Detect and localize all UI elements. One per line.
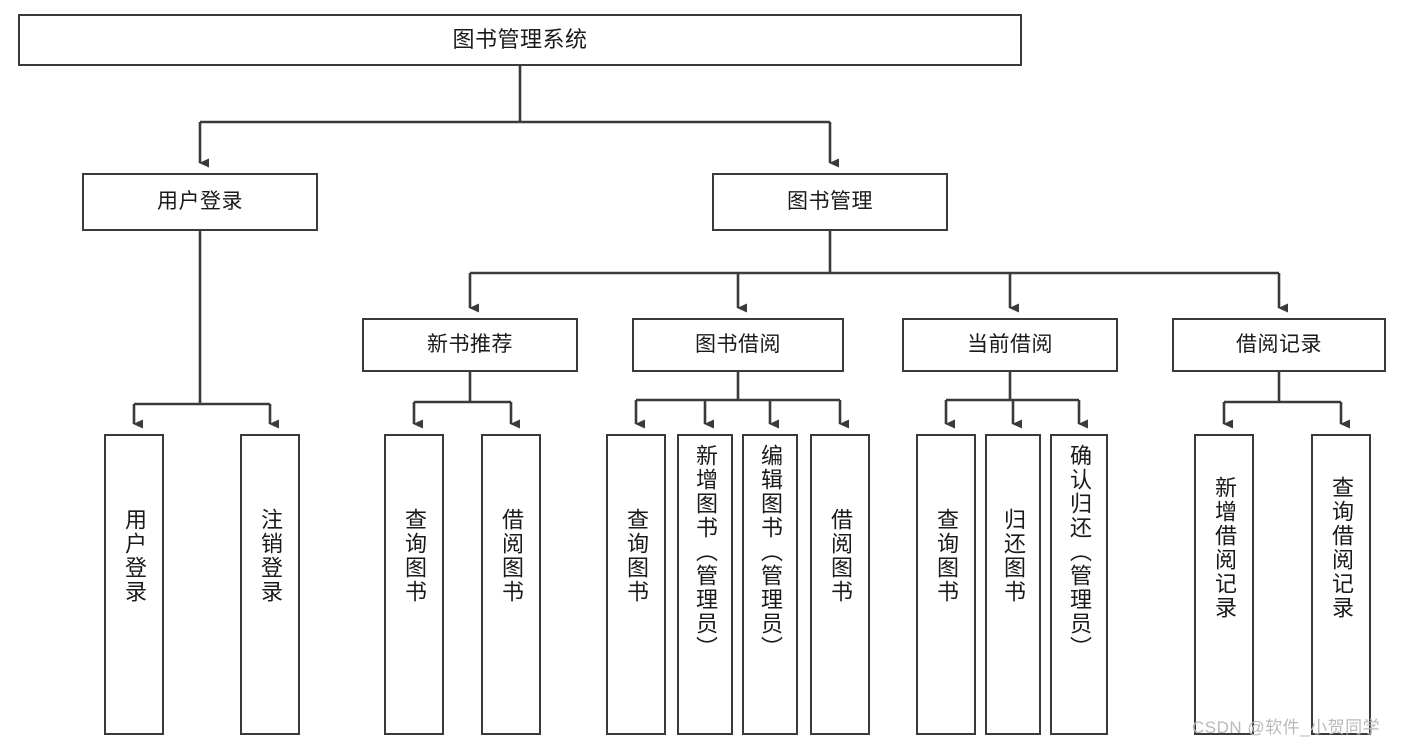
node-leaf-query-book-recommend[interactable]: 查询图书 [384, 434, 444, 735]
node-label: 新增图书（管理员） [692, 444, 718, 660]
node-label: 新书推荐 [427, 332, 513, 356]
node-label: 图书借阅 [695, 332, 781, 356]
node-leaf-user-logout[interactable]: 注销登录 [240, 434, 300, 735]
node-leaf-query-borrow-record[interactable]: 查询借阅记录 [1311, 434, 1371, 735]
node-label: 查询图书 [401, 508, 427, 604]
csdn-watermark: CSDN @软件_小贺同学 [1192, 718, 1381, 737]
node-label: 注销登录 [257, 508, 283, 604]
node-label: 图书管理系统 [452, 27, 588, 53]
node-label: 借阅图书 [827, 508, 853, 604]
node-leaf-edit-book-admin[interactable]: 编辑图书（管理员） [742, 434, 798, 735]
node-label: 新增借阅记录 [1211, 476, 1237, 620]
node-label: 编辑图书（管理员） [757, 444, 783, 660]
node-leaf-confirm-return-admin[interactable]: 确认归还（管理员） [1050, 434, 1108, 735]
node-label: 用户登录 [157, 189, 243, 213]
node-label: 用户登录 [121, 508, 147, 604]
node-label: 归还图书 [1000, 508, 1026, 604]
node-current-borrow[interactable]: 当前借阅 [902, 318, 1118, 372]
node-leaf-user-login[interactable]: 用户登录 [104, 434, 164, 735]
node-new-book-recommend[interactable]: 新书推荐 [362, 318, 578, 372]
node-leaf-add-book-admin[interactable]: 新增图书（管理员） [677, 434, 733, 735]
node-leaf-return-book[interactable]: 归还图书 [985, 434, 1041, 735]
node-label: 查询借阅记录 [1328, 476, 1354, 620]
node-user-login[interactable]: 用户登录 [82, 173, 318, 231]
node-label: 查询图书 [623, 508, 649, 604]
node-leaf-query-book-current[interactable]: 查询图书 [916, 434, 976, 735]
node-leaf-borrow-book-recommend[interactable]: 借阅图书 [481, 434, 541, 735]
node-leaf-add-borrow-record[interactable]: 新增借阅记录 [1194, 434, 1254, 735]
node-root-book-management-system[interactable]: 图书管理系统 [18, 14, 1022, 66]
node-borrow-record[interactable]: 借阅记录 [1172, 318, 1386, 372]
node-leaf-borrow-book[interactable]: 借阅图书 [810, 434, 870, 735]
node-label: 借阅记录 [1236, 332, 1322, 356]
node-book-management[interactable]: 图书管理 [712, 173, 948, 231]
node-label: 图书管理 [787, 189, 873, 213]
node-label: 确认归还（管理员） [1066, 444, 1092, 660]
node-label: 查询图书 [933, 508, 959, 604]
node-leaf-query-book-borrow[interactable]: 查询图书 [606, 434, 666, 735]
node-label: 借阅图书 [498, 508, 524, 604]
node-book-borrow[interactable]: 图书借阅 [632, 318, 844, 372]
node-label: 当前借阅 [967, 332, 1053, 356]
